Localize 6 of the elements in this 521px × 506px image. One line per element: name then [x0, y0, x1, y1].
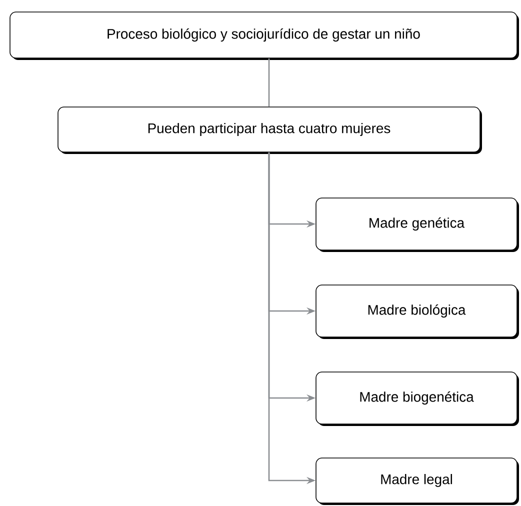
process-box: Madre genética [316, 198, 519, 252]
process-box: Pueden participar hasta cuatro mujeres [58, 106, 482, 154]
process-box: Proceso biológico y sociojurídico de gestar un niño [10, 12, 519, 60]
process-box: Madre biogenética [316, 372, 519, 426]
process-box: Madre biológica [316, 284, 519, 339]
process-box: Madre legal [316, 458, 519, 505]
